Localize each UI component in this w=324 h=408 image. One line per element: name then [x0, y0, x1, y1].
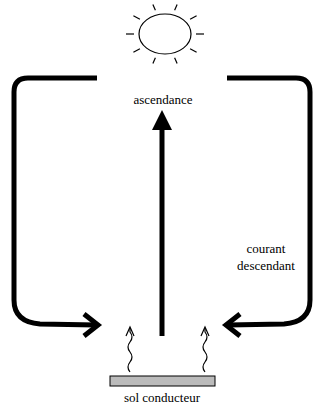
downdraft-loop-left: [14, 78, 98, 336]
ground-slab: [110, 376, 215, 386]
ground-label: sol conducteur: [92, 389, 232, 406]
updraft-label: ascendance: [108, 91, 218, 108]
sun-symbol: [126, 5, 204, 64]
downdraft-label: courant descendant: [230, 240, 302, 274]
heat-wave-arrows: [126, 327, 209, 372]
updraft-arrow: [152, 110, 172, 336]
downdraft-loop-right: [226, 78, 310, 336]
